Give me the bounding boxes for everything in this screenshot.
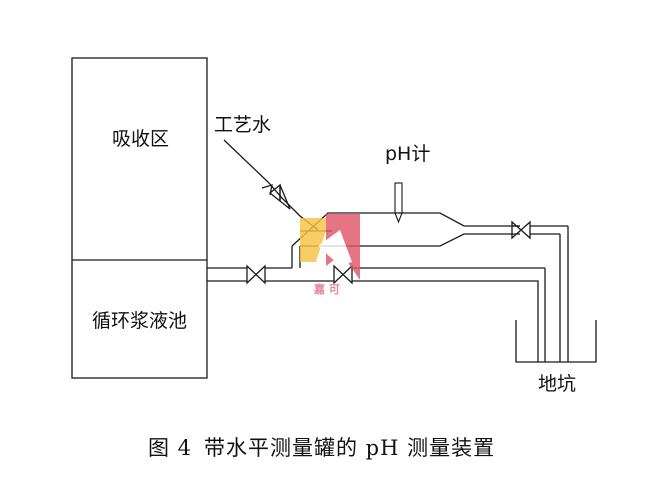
valve-right-half [342, 264, 353, 285]
drain-line-bottom [352, 280, 539, 362]
outlet-valve[interactable] [246, 264, 266, 285]
drain-valve[interactable] [333, 264, 353, 285]
label-pit: 地坑 [538, 373, 576, 395]
overflow-line [512, 225, 569, 362]
label-ph-meter: pH计 [385, 143, 430, 165]
valve-right-half [255, 264, 266, 285]
ph-probe-tip [394, 212, 403, 224]
ph-probe-body [394, 182, 403, 214]
figure-number: 图 4 [148, 436, 192, 460]
overflow-valve[interactable] [511, 220, 531, 240]
valve-right-half [520, 220, 531, 240]
figure-title: 带水平测量罐的 pH 测量装置 [204, 436, 495, 460]
pit [515, 320, 597, 363]
label-process-water: 工艺水 [214, 114, 271, 136]
watermark-text: 嘉 可 [313, 282, 340, 296]
watermark-yellow-shape [300, 218, 330, 262]
label-absorption-zone: 吸收区 [112, 128, 169, 150]
valve-left-half [333, 264, 344, 285]
watermark-logo: 嘉 可 [300, 214, 360, 296]
process-water-valve[interactable] [268, 183, 291, 210]
watermark-white-shape [318, 230, 352, 266]
label-circulating-tank: 循环浆液池 [92, 310, 187, 332]
valve-right-half [279, 184, 291, 210]
absorber-outline [71, 57, 208, 379]
valve-left-half [511, 220, 522, 240]
process-water-line [223, 139, 319, 231]
valve-left-half [246, 264, 257, 285]
drain-line [352, 267, 546, 362]
absorber-tower [71, 57, 208, 379]
ph-probe [394, 182, 403, 224]
